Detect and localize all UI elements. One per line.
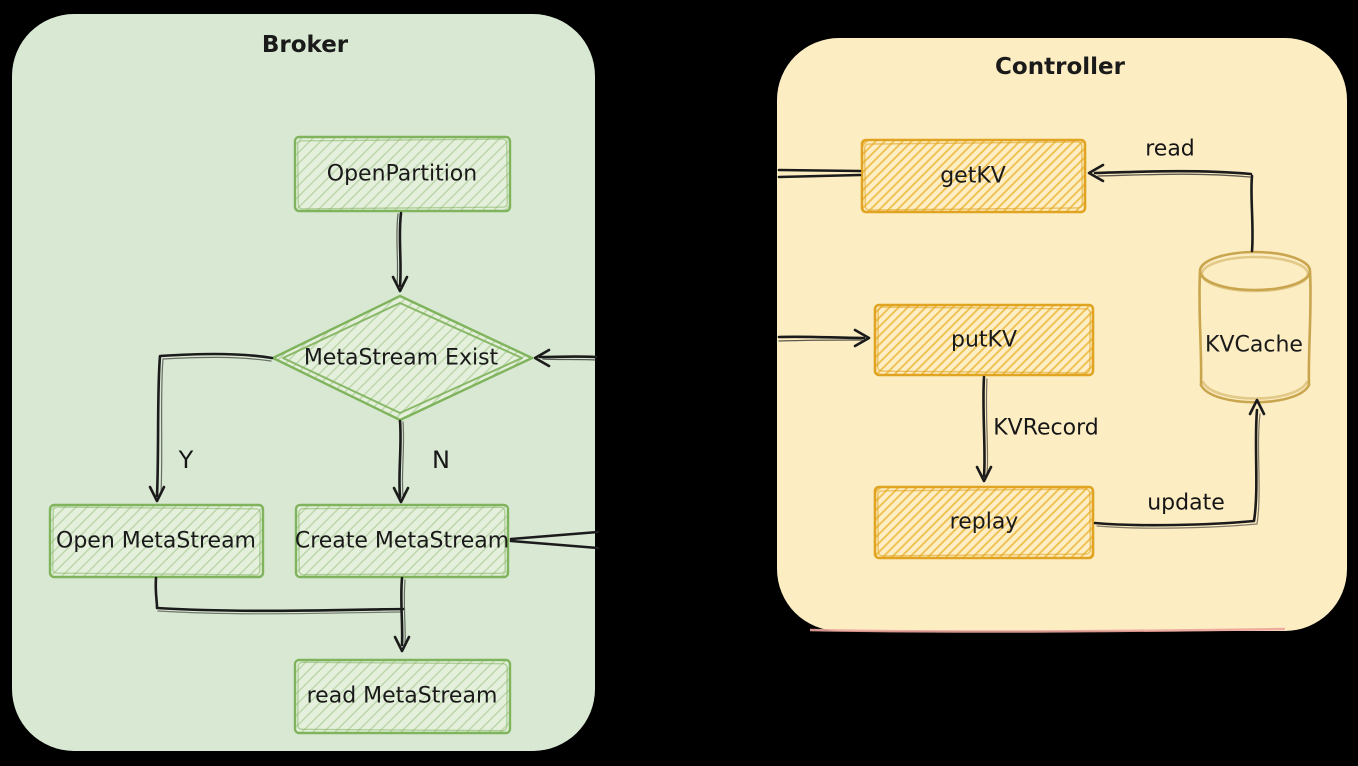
edge-metastreamexist-yes-to-openmetastream — [148, 352, 274, 503]
node-replay — [873, 485, 1095, 560]
node-metastream-exist — [271, 294, 534, 422]
node-put-kv — [873, 303, 1095, 377]
edge-getkv-external — [777, 168, 862, 179]
edge-createmetastream-external — [509, 530, 600, 550]
label-read-metastream: read MetaStream — [307, 684, 498, 709]
node-get-kv — [860, 138, 1087, 214]
label-create-metastream: Create MetaStream — [295, 529, 509, 554]
label-kv-cache: KVCache — [1205, 333, 1303, 358]
edge-openmetastream-to-readmetastream — [154, 576, 405, 615]
label-open-metastream: Open MetaStream — [56, 529, 256, 554]
node-open-partition — [293, 135, 512, 213]
controller-container-bottom-edge — [809, 627, 1286, 633]
kvcache-cylinder — [1198, 250, 1312, 404]
label-open-partition: OpenPartition — [327, 162, 477, 187]
edge-kvcache-read-to-getkv — [1087, 163, 1254, 253]
broker-nodes — [48, 135, 534, 735]
edge-metastreamexist-no-to-createmetastream — [392, 419, 410, 504]
broker-container-shape — [12, 14, 595, 751]
label-replay: replay — [950, 510, 1019, 535]
label-read: read — [1145, 137, 1195, 162]
controller-title: Controller — [995, 54, 1126, 80]
controller-nodes — [860, 138, 1095, 560]
broker-title: Broker — [262, 32, 349, 58]
label-update: update — [1147, 491, 1225, 516]
broker-container: Broker — [12, 14, 595, 751]
edge-openpartition-to-metastreamexist — [391, 211, 409, 293]
label-get-kv: getKV — [940, 164, 1006, 189]
label-put-kv: putKV — [951, 328, 1017, 353]
edge-external-to-putkv — [777, 328, 871, 348]
edge-replay-update-to-kvcache — [1093, 398, 1266, 529]
label-metastream-exist: MetaStream Exist — [304, 346, 499, 371]
node-labels: OpenPartition MetaStream Exist Open Meta… — [56, 162, 1303, 709]
edge-labels: Y N read KVRecord update — [178, 137, 1225, 516]
node-read-metastream — [293, 658, 512, 735]
edge-createmetastream-to-readmetastream — [393, 576, 411, 653]
node-open-metastream — [48, 503, 265, 579]
label-branch-yes: Y — [178, 446, 194, 474]
edge-putkv-kvrecord-to-replay — [975, 375, 993, 483]
label-branch-no: N — [432, 446, 450, 474]
edges — [148, 163, 1266, 653]
label-kv-record: KVRecord — [993, 416, 1099, 441]
edge-external-to-metastreamexist — [533, 348, 598, 368]
